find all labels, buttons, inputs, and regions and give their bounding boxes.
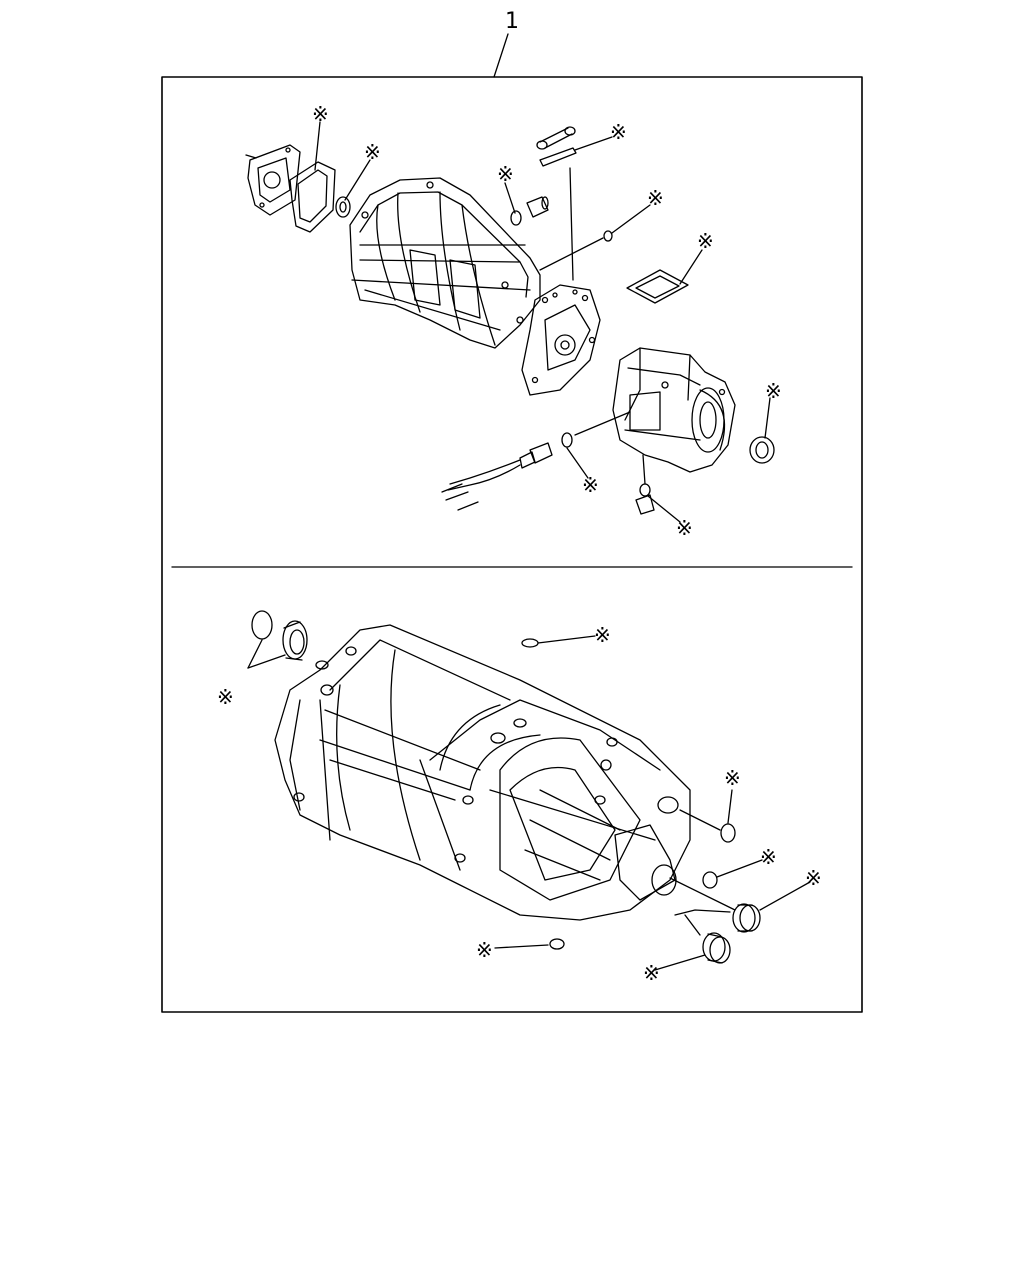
transfer-input-o-ring	[252, 611, 272, 639]
kit-marker: ※	[765, 379, 782, 403]
kit-marker: ※	[724, 766, 741, 790]
kit-marker: ※	[610, 120, 627, 144]
output-shaft	[615, 825, 735, 910]
shift-cover-gasket	[627, 270, 688, 303]
shift-pin	[540, 148, 576, 280]
kit-marker: ※	[676, 516, 693, 540]
extension-o-ring	[540, 231, 612, 270]
kit-marker: ※	[805, 866, 822, 890]
callout-number: 1	[505, 9, 519, 34]
rear-o-ring-lower	[703, 872, 717, 888]
clutch-transmission-case	[350, 178, 540, 348]
kit-marker: ※	[594, 623, 611, 647]
drain-plug-assembly	[636, 455, 654, 514]
kit-marker: ※	[364, 140, 381, 164]
speed-sensor-washer	[562, 412, 630, 447]
transfer-upper-washer	[522, 639, 538, 647]
diagram-frame	[162, 77, 862, 1012]
shift-lever-retainer	[537, 127, 575, 149]
kit-marker: ※	[760, 845, 777, 869]
leader-lines	[248, 122, 810, 970]
front-output-bearing	[703, 933, 730, 963]
bearing-bracket-line	[675, 910, 730, 935]
kit-marker: ※	[476, 938, 493, 962]
retainer-gasket	[290, 162, 335, 232]
kit-marker: ※	[647, 186, 664, 210]
front-bearing-retainer	[246, 145, 300, 215]
kit-marker: ※	[643, 961, 660, 985]
kit-marker: ※	[582, 473, 599, 497]
extension-housing	[613, 348, 735, 472]
transfer-lower-washer	[550, 939, 564, 949]
kit-marker: ※	[217, 685, 234, 709]
intermediate-plate	[522, 285, 600, 395]
kit-marker: ※	[497, 162, 514, 186]
transfer-case-housing	[275, 625, 690, 920]
rear-bearing	[733, 904, 760, 932]
callout-leader-line	[494, 34, 508, 77]
transfer-input-bearing	[283, 621, 307, 660]
plug-washer	[511, 211, 521, 225]
speed-sensor-harness	[442, 443, 552, 510]
kit-marker: ※	[312, 102, 329, 126]
rear-oil-seal	[750, 437, 774, 463]
input-shaft-oil-seal	[336, 197, 350, 217]
reverse-restrict-plug	[527, 197, 548, 217]
rear-o-ring-upper	[680, 810, 735, 842]
kit-marker: ※	[697, 229, 714, 253]
